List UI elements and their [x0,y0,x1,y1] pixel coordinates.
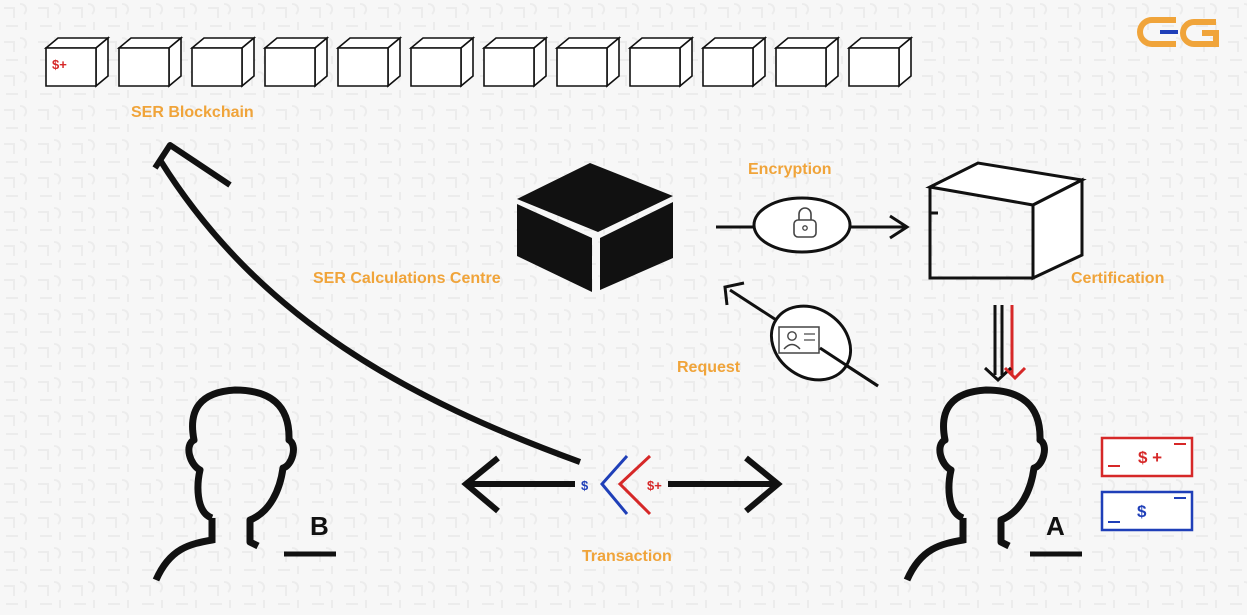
calc-centre-cube-icon [517,163,673,292]
transaction-right-arrow-icon [668,455,783,514]
person-b-icon [152,386,336,582]
block-cube-3 [191,37,255,87]
blockchain-row: $+ [45,37,912,87]
block-cube-11 [775,37,839,87]
lock-icon [793,207,817,238]
certification-cube-icon [925,161,1087,281]
first-block-symbol: $+ [52,57,67,72]
transaction-label: Transaction [582,548,672,565]
transaction-left-arrow-icon [461,455,575,514]
request-label: Request [677,359,741,376]
block-cube-7 [483,37,547,87]
block-cube-12 [848,37,912,87]
block-cube-2 [118,37,182,87]
certification-label: Certification [1071,270,1165,287]
transaction-red-symbol: $+ [647,478,662,493]
curved-arrow-icon [152,142,582,465]
transaction-chevrons-icon [600,454,652,516]
block-cube-10 [702,37,766,87]
request-arrow [723,281,879,388]
block-cube-5 [337,37,401,87]
person-b-letter: B [310,511,329,541]
person-a-letter: A [1046,511,1065,541]
cg-logo-icon [1137,17,1219,47]
id-card-icon [778,326,820,354]
block-cube-9 [629,37,693,87]
person-a-icon [903,386,1082,582]
block-cube-4 [264,37,328,87]
transaction-blue-symbol: $ [581,478,589,493]
block-cube-8 [556,37,620,87]
encryption-label: Encryption [748,161,832,178]
blue-banknote-symbol: $ [1137,502,1147,521]
red-banknote-symbol: $ + [1138,448,1162,467]
red-banknote-icon: $ + [1100,436,1194,478]
blue-banknote-icon: $ [1100,490,1194,532]
certificate-down-arrow-icon [983,305,1027,383]
calc-centre-label: SER Calculations Centre [313,270,501,287]
block-cube-6 [410,37,474,87]
blockchain-label: SER Blockchain [131,104,254,121]
encryption-arrow [716,196,910,254]
